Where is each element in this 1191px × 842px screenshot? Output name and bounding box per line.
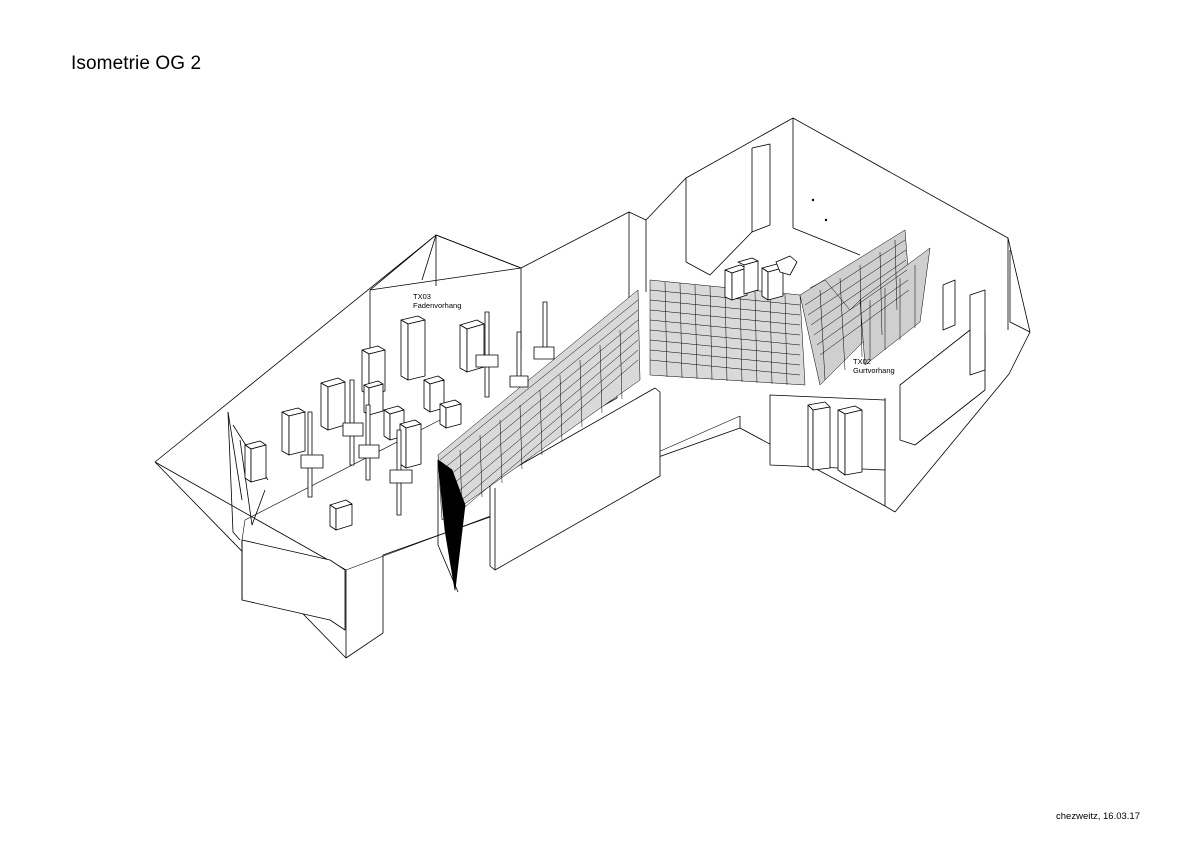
- page-title: Isometrie OG 2: [71, 53, 202, 74]
- vitrine: [400, 420, 421, 468]
- vitrines: [245, 316, 484, 530]
- label-tx03-code: TX03: [413, 292, 431, 301]
- vitrine: [401, 316, 425, 380]
- vitrine: [245, 441, 266, 482]
- curtain-fadenvorhang: [438, 290, 640, 520]
- fold-element: [438, 460, 465, 592]
- right-room-objects: [725, 256, 985, 475]
- label-tx03: TX03 Fadenvorhang: [413, 292, 461, 310]
- label-tx02: TX02 Gurtvorhang: [853, 357, 895, 375]
- label-tx03-name: Fadenvorhang: [413, 301, 462, 310]
- sign-posts: [301, 302, 554, 515]
- label-tx02-code: TX02: [853, 357, 871, 366]
- curtain-gurtvorhang: [800, 230, 930, 385]
- vitrine: [282, 408, 305, 455]
- vitrine: [330, 500, 352, 530]
- label-tx02-name: Gurtvorhang: [853, 366, 895, 375]
- wall-marks: [811, 198, 828, 222]
- vitrine: [460, 320, 484, 372]
- vitrine: [440, 400, 461, 428]
- footer-credit: chezweitz, 16.03.17: [1056, 811, 1140, 822]
- vitrine: [321, 378, 345, 430]
